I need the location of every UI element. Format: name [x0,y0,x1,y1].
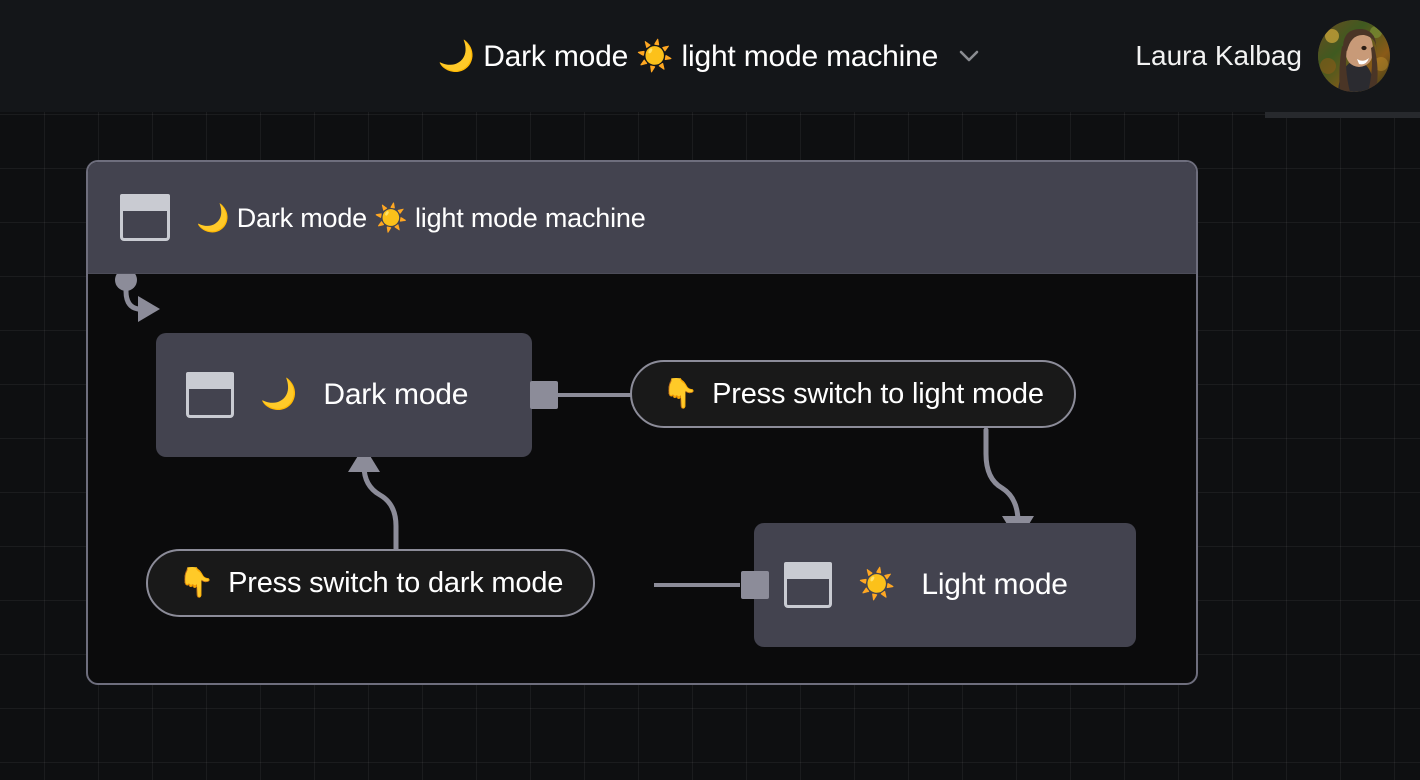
statechart-canvas[interactable]: 🌙 Dark mode ☀️ light mode machine [0,112,1420,780]
page-title: 🌙 Dark mode ☀️ light mode machine [437,39,939,73]
chevron-down-icon[interactable] [956,43,982,69]
state-node-icon [784,562,832,608]
avatar[interactable] [1318,20,1390,92]
state-node-dark-mode[interactable]: 🌙 Dark mode [156,333,532,457]
state-node-icon [186,372,234,418]
machine-title-group[interactable]: 🌙 Dark mode ☀️ light mode machine [438,39,982,74]
initial-state-dot [115,274,137,291]
pointing-down-icon: 👇 [662,377,699,410]
state-node-icon [120,194,170,241]
machine-header-title: 🌙 Dark mode ☀️ light mode machine [196,202,646,233]
machine-body: 🌙 Dark mode ☀️ Light mode 👇 [88,274,1196,683]
port-dark-mode-right[interactable] [530,381,558,409]
transition-label: Press switch to light mode [712,377,1044,410]
user-block[interactable]: Laura Kalbag [1135,0,1390,112]
transition-label: Press switch to dark mode [228,566,564,599]
pointing-down-icon: 👇 [178,566,215,599]
user-name: Laura Kalbag [1135,40,1302,71]
top-bar: 🌙 Dark mode ☀️ light mode machine Laura … [0,0,1420,112]
transition-press-switch-to-dark-mode[interactable]: 👇 Press switch to dark mode [146,549,596,617]
machine-header[interactable]: 🌙 Dark mode ☀️ light mode machine [88,162,1196,274]
machine-container[interactable]: 🌙 Dark mode ☀️ light mode machine [86,160,1198,685]
state-node-label: Dark mode [323,378,469,411]
state-node-label: Light mode [921,568,1068,601]
transition-press-switch-to-light-mode[interactable]: 👇 Press switch to light mode [630,360,1076,428]
sun-icon: ☀️ [858,568,896,601]
moon-icon: 🌙 [260,378,298,411]
state-node-light-mode[interactable]: ☀️ Light mode [754,523,1136,647]
port-light-mode-left[interactable] [741,571,769,599]
initial-state-arrow [138,296,160,322]
